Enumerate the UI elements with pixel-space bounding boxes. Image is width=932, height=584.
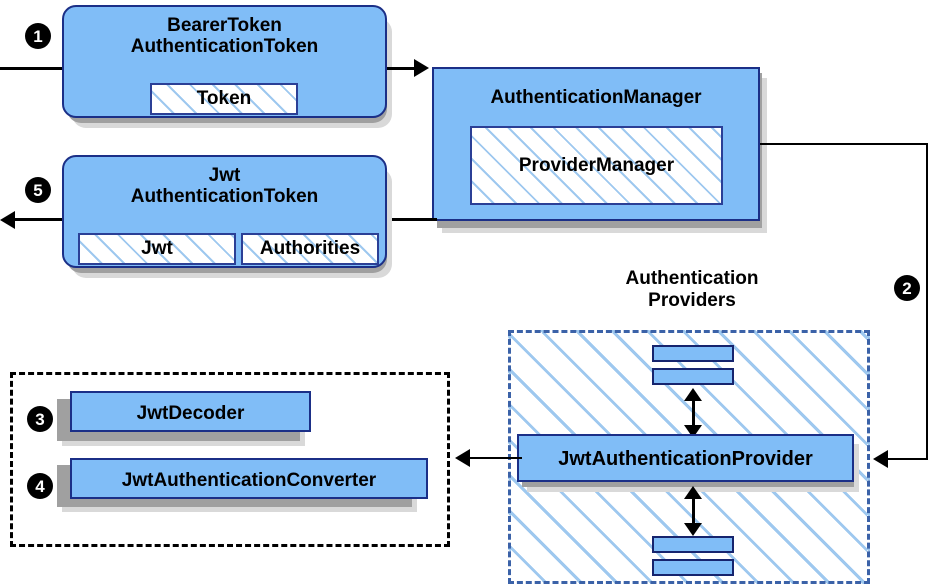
node-bearer-token-authentication-token[interactable]: BearerToken AuthenticationToken Token <box>62 5 387 118</box>
bearer-token-title-line1: BearerToken <box>167 15 282 36</box>
authentication-providers-caption-line1: Authentication <box>625 268 759 289</box>
flow-line-provider-to-support <box>470 457 522 459</box>
provider-link-line-bottom <box>692 490 695 528</box>
flow-line-manager-to-jwt-token <box>387 218 437 221</box>
bearer-token-inner-token-label: Token <box>196 88 252 109</box>
flow-line-step2-top <box>760 143 928 145</box>
flow-line-step5-out <box>14 218 62 221</box>
other-provider-bar-bottom-1 <box>652 536 734 553</box>
authentication-manager-title: AuthenticationManager <box>490 87 702 108</box>
authentication-providers-caption-line2: Providers <box>648 289 736 311</box>
provider-link-arrow-bottom-down <box>684 523 702 536</box>
flow-line-step2-bottom <box>888 458 928 460</box>
jwt-token-inner-jwt[interactable]: Jwt <box>78 233 236 265</box>
flow-line-bearer-to-manager <box>387 67 422 70</box>
provider-link-arrow-bottom-up <box>684 486 702 499</box>
jwt-provider-label: JwtAuthenticationProvider <box>558 448 813 470</box>
other-provider-bar-top-2 <box>652 368 734 385</box>
provider-link-arrow-top-up <box>684 388 702 401</box>
bearer-token-inner-token[interactable]: Token <box>150 83 298 115</box>
provider-link-line-top <box>692 392 695 430</box>
jwt-token-title-line1: Jwt <box>208 165 241 186</box>
flow-arrow-bearer-to-manager <box>414 59 429 77</box>
node-jwt-decoder[interactable]: JwtDecoder <box>70 391 311 432</box>
flow-arrow-step2-into-provider <box>873 450 888 468</box>
other-provider-bar-top-1 <box>652 345 734 362</box>
step-badge-2: 2 <box>894 275 920 301</box>
step-badge-5: 5 <box>25 177 51 203</box>
node-authentication-manager[interactable]: AuthenticationManager ProviderManager <box>432 67 760 221</box>
flow-arrow-step5-out <box>0 211 15 229</box>
jwt-token-inner-jwt-label: Jwt <box>141 238 173 259</box>
bearer-token-title-line2: AuthenticationToken <box>130 36 319 58</box>
bearer-token-title: BearerToken AuthenticationToken <box>64 15 385 58</box>
jwt-token-title: Jwt AuthenticationToken <box>64 165 385 208</box>
provider-manager-label: ProviderManager <box>518 154 675 176</box>
node-jwt-authentication-converter[interactable]: JwtAuthenticationConverter <box>70 458 428 499</box>
jwt-support-group <box>10 372 450 547</box>
step-badge-1: 1 <box>25 23 51 49</box>
jwt-token-inner-authorities[interactable]: Authorities <box>241 233 379 265</box>
flow-arrow-provider-to-support <box>455 449 470 467</box>
jwt-decoder-label: JwtDecoder <box>136 403 245 424</box>
flow-line-step2-right <box>926 143 928 459</box>
jwt-token-inner-authorities-label: Authorities <box>259 238 361 259</box>
node-jwt-authentication-token[interactable]: Jwt AuthenticationToken Jwt Authorities <box>62 155 387 268</box>
jwt-converter-label: JwtAuthenticationConverter <box>121 470 377 491</box>
flow-line-step1-in <box>0 67 62 70</box>
node-jwt-authentication-provider[interactable]: JwtAuthenticationProvider <box>517 434 854 482</box>
other-provider-bar-bottom-2 <box>652 559 734 576</box>
jwt-token-title-line2: AuthenticationToken <box>130 186 319 208</box>
step-badge-4: 4 <box>27 473 53 499</box>
authentication-providers-caption: Authentication Providers <box>592 268 792 312</box>
step-badge-3: 3 <box>27 406 53 432</box>
authentication-manager-inner-provider-manager[interactable]: ProviderManager <box>470 126 723 205</box>
